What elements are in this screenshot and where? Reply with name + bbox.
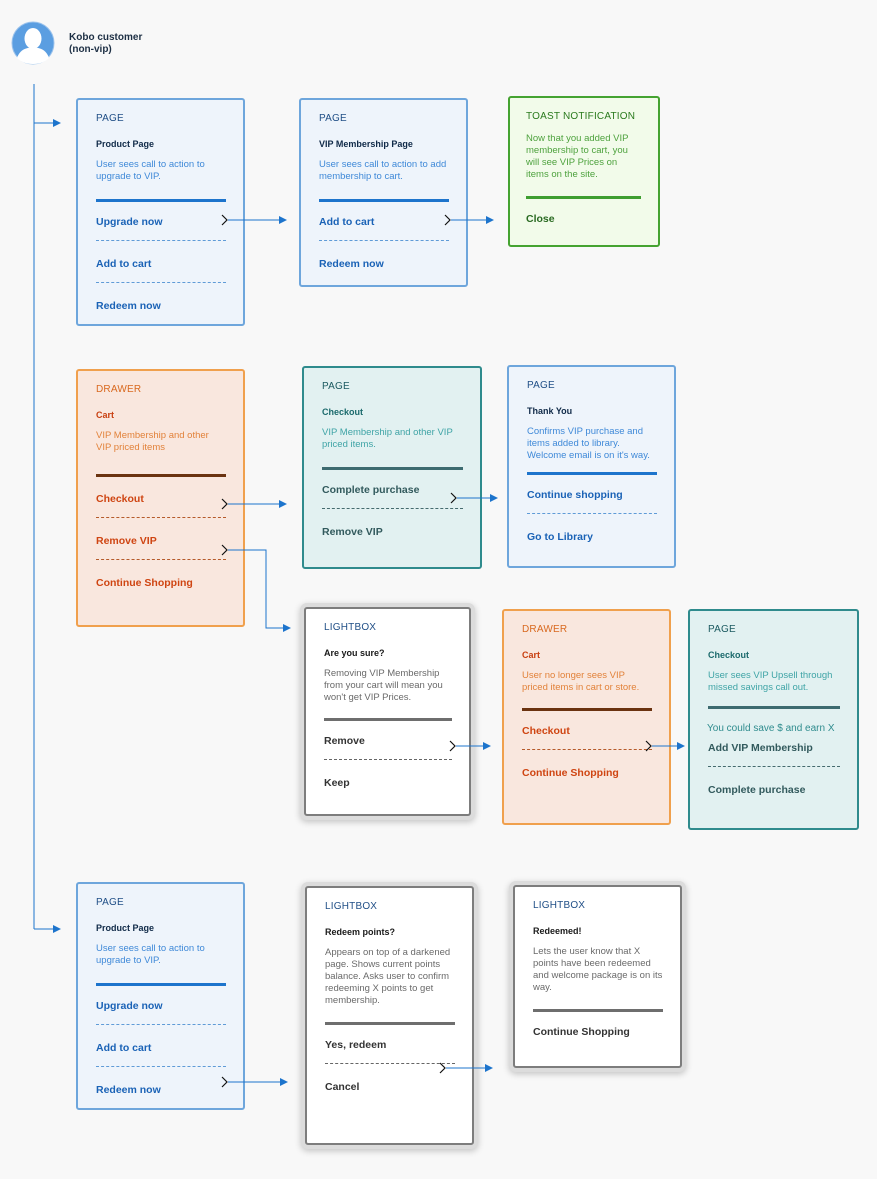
card-title: Product Page <box>96 139 155 149</box>
card-divider <box>96 474 226 477</box>
card-type: LIGHTBOX <box>533 900 586 911</box>
checkout-link[interactable]: Checkout <box>96 488 226 518</box>
remove-vip-lightbox-card: LIGHTBOX Are you sure? Removing VIP Memb… <box>304 607 471 816</box>
card-divider <box>522 708 652 711</box>
upgrade-now-link[interactable]: Upgrade now <box>96 995 226 1025</box>
card-type: DRAWER <box>522 624 568 635</box>
card-description: Lets the user know that X points have be… <box>533 946 663 993</box>
checkout-page-card: PAGE Checkout VIP Membership and other V… <box>302 366 482 569</box>
continue-shopping-link[interactable]: Continue Shopping <box>96 577 193 589</box>
card-description: User sees call to action to upgrade to V… <box>96 943 205 966</box>
redeem-now-link[interactable]: Redeem now <box>96 300 161 312</box>
card-divider <box>527 472 657 475</box>
card-divider <box>324 718 452 721</box>
card-type: LIGHTBOX <box>325 901 378 912</box>
card-divider <box>319 199 449 202</box>
add-to-cart-link[interactable]: Add to cart <box>96 1037 226 1067</box>
card-title: VIP Membership Page <box>319 139 413 149</box>
actor-label: Kobo customer (non-vip) <box>69 32 142 56</box>
card-title: Checkout <box>708 650 750 660</box>
vip-membership-page-card: PAGE VIP Membership Page User sees call … <box>299 98 468 287</box>
card-title: Cart <box>522 650 541 660</box>
continue-shopping-button[interactable]: Continue Shopping <box>533 1026 630 1038</box>
card-divider <box>708 706 840 709</box>
add-to-cart-link[interactable]: Add to cart <box>319 211 449 241</box>
continue-shopping-link[interactable]: Continue shopping <box>527 484 657 514</box>
redeem-now-link[interactable]: Redeem now <box>96 1084 161 1096</box>
cancel-button[interactable]: Cancel <box>325 1081 360 1093</box>
card-title: Redeem points? <box>325 927 396 937</box>
add-to-cart-link[interactable]: Add to cart <box>96 253 226 283</box>
card-title: Are you sure? <box>324 648 385 658</box>
checkout-upsell-page-card: PAGE Checkout User sees VIP Upsell throu… <box>688 609 859 830</box>
card-type: TOAST NOTIFICATION <box>526 111 636 122</box>
card-divider <box>96 199 226 202</box>
yes-redeem-button[interactable]: Yes, redeem <box>325 1034 455 1064</box>
card-type: DRAWER <box>96 384 142 395</box>
complete-purchase-link[interactable]: Complete purchase <box>708 784 806 796</box>
card-title: Product Page <box>96 923 155 933</box>
user-avatar-icon <box>11 21 55 65</box>
upgrade-now-link[interactable]: Upgrade now <box>96 211 226 241</box>
card-description: VIP Membership and other VIP priced item… <box>322 427 453 450</box>
add-vip-membership-link[interactable]: Add VIP Membership <box>708 737 840 767</box>
actor-label-line1: Kobo customer <box>69 32 143 43</box>
checkout-link[interactable]: Checkout <box>522 720 652 750</box>
card-description: User sees call to action to add membersh… <box>319 159 447 182</box>
keep-button[interactable]: Keep <box>324 777 350 789</box>
card-description: Removing VIP Membership from your cart w… <box>324 668 443 703</box>
card-description: Confirms VIP purchase and items added to… <box>527 426 650 461</box>
card-type: PAGE <box>319 113 347 124</box>
redeem-points-lightbox-card: LIGHTBOX Redeem points? Appears on top o… <box>305 886 474 1145</box>
remove-vip-link[interactable]: Remove VIP <box>96 530 226 560</box>
savings-callout: You could save $ and earn X <box>707 723 835 734</box>
product-page-card: PAGE Product Page User sees call to acti… <box>76 98 245 326</box>
cart-drawer-no-vip-card: DRAWER Cart User no longer sees VIP pric… <box>502 609 671 825</box>
card-description: User no longer sees VIP priced items in … <box>522 670 640 693</box>
card-divider <box>526 196 641 199</box>
remove-vip-link[interactable]: Remove VIP <box>322 526 383 538</box>
card-type: PAGE <box>708 624 736 635</box>
actor-label-line2: (non-vip) <box>69 44 112 55</box>
card-title: Checkout <box>322 407 364 417</box>
toast-notification-card: TOAST NOTIFICATION Now that you added VI… <box>508 96 660 247</box>
card-type: PAGE <box>322 381 350 392</box>
cart-drawer-card: DRAWER Cart VIP Membership and other VIP… <box>76 369 245 627</box>
card-divider <box>533 1009 663 1012</box>
card-type: PAGE <box>96 897 124 908</box>
product-page-redeem-card: PAGE Product Page User sees call to acti… <box>76 882 245 1110</box>
remove-button[interactable]: Remove <box>324 730 452 760</box>
card-description: User sees call to action to upgrade to V… <box>96 159 205 182</box>
card-type: PAGE <box>96 113 124 124</box>
card-divider <box>96 983 226 986</box>
card-title: Redeemed! <box>533 926 582 936</box>
continue-shopping-link[interactable]: Continue Shopping <box>522 767 619 779</box>
go-to-library-link[interactable]: Go to Library <box>527 531 593 543</box>
thank-you-page-card: PAGE Thank You Confirms VIP purchase and… <box>507 365 676 568</box>
card-type: LIGHTBOX <box>324 622 377 633</box>
card-type: PAGE <box>527 380 555 391</box>
card-description: Appears on top of a darkened page. Shows… <box>325 947 451 1006</box>
card-description: Now that you added VIP membership to car… <box>526 133 629 180</box>
card-divider <box>325 1022 455 1025</box>
close-button[interactable]: Close <box>526 213 555 225</box>
card-title: Thank You <box>527 406 573 416</box>
redeem-now-link[interactable]: Redeem now <box>319 258 384 270</box>
card-title: Cart <box>96 410 115 420</box>
complete-purchase-link[interactable]: Complete purchase <box>322 479 463 509</box>
redeemed-lightbox-card: LIGHTBOX Redeemed! Lets the user know th… <box>513 885 682 1068</box>
card-divider <box>322 467 463 470</box>
card-description: VIP Membership and other VIP priced item… <box>96 430 209 453</box>
card-description: User sees VIP Upsell through missed savi… <box>708 670 833 693</box>
